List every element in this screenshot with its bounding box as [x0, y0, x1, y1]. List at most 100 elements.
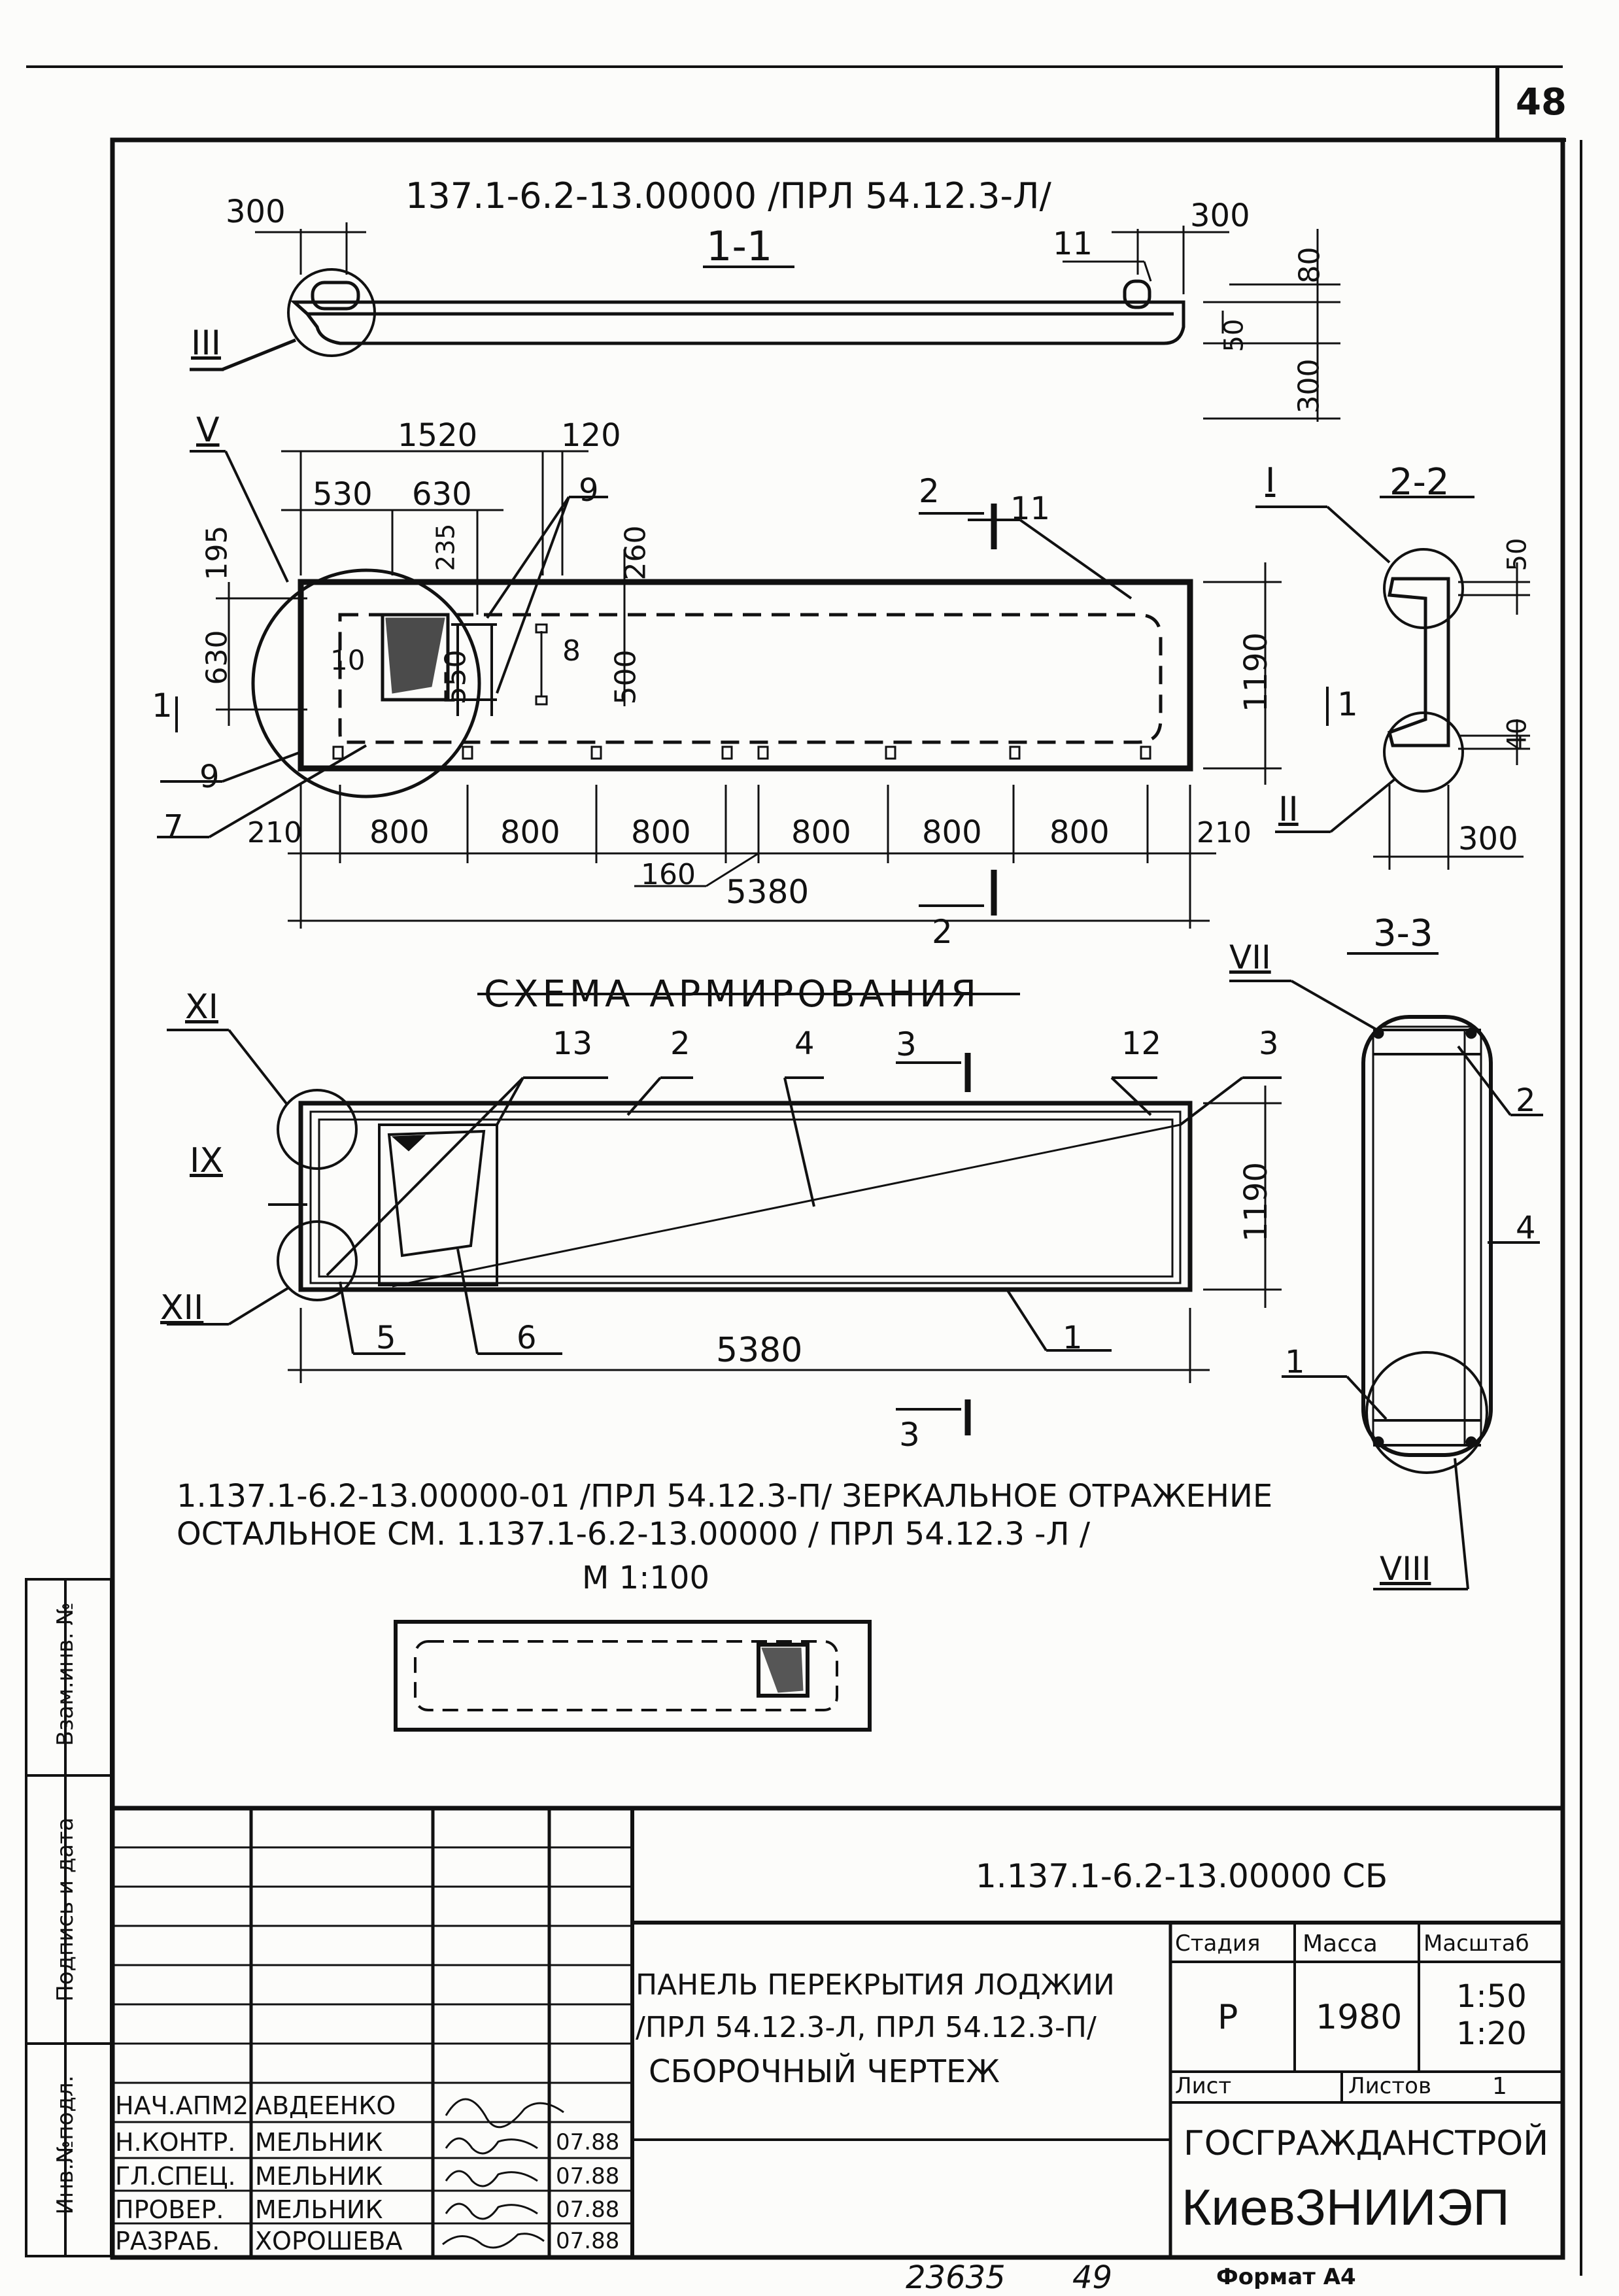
org-name-2: КиевЗНИИЭП: [1182, 2178, 1510, 2236]
sig-name-3: МЕЛЬНИК: [255, 2195, 383, 2224]
section-1-1-title: 1-1: [706, 222, 773, 270]
sheet-number: 48: [1516, 81, 1567, 124]
dim-40-section: 40: [1502, 717, 1533, 751]
doc-code: 1.137.1-6.2-13.00000 СБ: [976, 1857, 1388, 1895]
section-2-2-title: 2-2: [1389, 461, 1450, 504]
section-mark-3-bottom: 3: [899, 1416, 920, 1454]
callout-1-section: 1: [1285, 1344, 1305, 1380]
sig-name-0: АВДЕЕНКО: [255, 2091, 396, 2120]
top-designation: 137.1-6.2-13.00000 /ПРЛ 54.12.3-Л/: [405, 175, 1051, 216]
callout-4-section: 4: [1516, 1210, 1536, 1246]
callout-XII: XII: [160, 1288, 204, 1328]
callout-2-reinf: 2: [670, 1025, 690, 1062]
sheets-count: 1: [1492, 2073, 1507, 2100]
col-scale-header: Масштаб: [1423, 1930, 1529, 1957]
dim-chain-7: 210: [1197, 816, 1252, 849]
dim-80: 80: [1293, 247, 1327, 284]
dim-530: 530: [313, 476, 373, 513]
sig-role-3: ПРОВЕР.: [115, 2195, 224, 2224]
stamp-vzam-inv: Взам.инв. №: [52, 1602, 78, 1747]
dim-50-section: 50: [1502, 538, 1533, 572]
dim-1190-plan: 1190: [1238, 632, 1275, 713]
name-line-1: ПАНЕЛЬ ПЕРЕКРЫТИЯ ЛОДЖИИ: [636, 1968, 1115, 2002]
dim-5380-plan: 5380: [726, 873, 810, 911]
callout-8: 8: [562, 634, 581, 668]
callout-1-reinf: 1: [1063, 1320, 1083, 1356]
dim-550: 550: [439, 649, 473, 705]
dim-630: 630: [412, 476, 472, 513]
dim-120: 120: [561, 417, 621, 454]
dim-50: 50: [1219, 318, 1250, 352]
dim-5380-reinf: 5380: [716, 1331, 803, 1370]
dim-260: 260: [619, 525, 653, 581]
reinforcement-title: СХЕМА АРМИРОВАНИЯ: [484, 973, 981, 1016]
note-line-1: 1.137.1-6.2-13.00000-01 /ПРЛ 54.12.3-П/ …: [177, 1478, 1273, 1515]
section-mark-1-right: 1: [1337, 685, 1358, 723]
section-mark-2-top: 2: [919, 472, 940, 510]
callout-6: 6: [517, 1320, 537, 1356]
dim-1520: 1520: [398, 417, 478, 454]
dim-300-right: 300: [1190, 197, 1250, 234]
callout-10: 10: [330, 644, 366, 676]
callout-IX: IX: [190, 1141, 223, 1180]
sig-role-1: Н.КОНТР.: [115, 2128, 236, 2157]
sheets-label: Листов: [1348, 2073, 1432, 2099]
section-mark-3-top: 3: [896, 1025, 917, 1063]
dim-chain-3: 800: [631, 814, 691, 851]
col-stage-header: Стадия: [1175, 1930, 1261, 1957]
callout-V: V: [196, 411, 220, 450]
callout-VII: VII: [1229, 938, 1271, 976]
title-block-grid: [112, 1806, 1563, 2256]
section-mark-1-left: 1: [152, 687, 173, 725]
sig-date-4: 07.88: [556, 2228, 620, 2254]
dim-300-left: 300: [226, 194, 286, 230]
sig-name-2: МЕЛЬНИК: [255, 2162, 383, 2191]
col-mass-header: Масса: [1303, 1930, 1378, 1957]
dim-160: 160: [641, 858, 696, 891]
callout-12: 12: [1121, 1025, 1162, 1062]
dim-1190-reinf: 1190: [1238, 1161, 1275, 1242]
callout-VIII: VIII: [1380, 1550, 1431, 1588]
dim-195: 195: [200, 525, 234, 581]
sig-date-2: 07.88: [556, 2163, 620, 2189]
callout-13: 13: [553, 1025, 593, 1062]
callout-7: 7: [163, 808, 184, 845]
callout-2-section: 2: [1516, 1082, 1536, 1119]
note-line-2: ОСТАЛЬНОЕ СМ. 1.137.1-6.2-13.00000 / ПРЛ…: [177, 1516, 1090, 1552]
dim-chain-0: 210: [247, 816, 302, 849]
callout-11-plan: 11: [1010, 490, 1051, 527]
callout-3-reinf: 3: [1259, 1025, 1279, 1062]
mass-value: 1980: [1316, 1998, 1403, 2037]
archive-number: 23635: [906, 2259, 1006, 2296]
dim-chain-2: 800: [500, 814, 560, 851]
note-scale: М 1:100: [582, 1560, 709, 1596]
sig-name-4: ХОРОШЕВА: [255, 2227, 403, 2255]
stamp-inv-podl: Инв.№подл.: [52, 2075, 78, 2215]
stage-value: Р: [1218, 1998, 1238, 2037]
sig-date-3: 07.88: [556, 2197, 620, 2223]
dim-235: 235: [431, 523, 460, 572]
sig-role-4: РАЗРАБ.: [115, 2227, 220, 2255]
org-name-1: ГОСГРАЖДАНСТРОЙ: [1184, 2124, 1549, 2163]
dim-300-section: 300: [1458, 821, 1518, 857]
page-number: 49: [1072, 2259, 1113, 2296]
name-line-3: СБОРОЧНЫЙ ЧЕРТЕЖ: [649, 2053, 1000, 2090]
dim-chain-4: 800: [791, 814, 851, 851]
dim-500: 500: [609, 649, 643, 705]
callout-XI: XI: [185, 987, 218, 1027]
dim-chain-6: 800: [1049, 814, 1110, 851]
callout-III: III: [191, 324, 222, 363]
callout-5: 5: [376, 1320, 396, 1356]
callout-I: I: [1265, 461, 1276, 500]
callout-4-reinf: 4: [794, 1025, 815, 1062]
dim-630-vertical: 630: [200, 630, 234, 685]
sig-role-2: ГЛ.СПЕЦ.: [115, 2162, 236, 2191]
callout-9-upper: 9: [579, 472, 599, 509]
callout-9-lower: 9: [199, 759, 220, 795]
name-line-2: /ПРЛ 54.12.3-Л, ПРЛ 54.12.3-П/: [636, 2011, 1097, 2044]
dim-chain-5: 800: [922, 814, 982, 851]
section-3-3-title: 3-3: [1373, 912, 1433, 955]
sheet-label: Лист: [1175, 2073, 1232, 2099]
stamp-podpis-data: Подпись и дата: [52, 1817, 78, 2002]
